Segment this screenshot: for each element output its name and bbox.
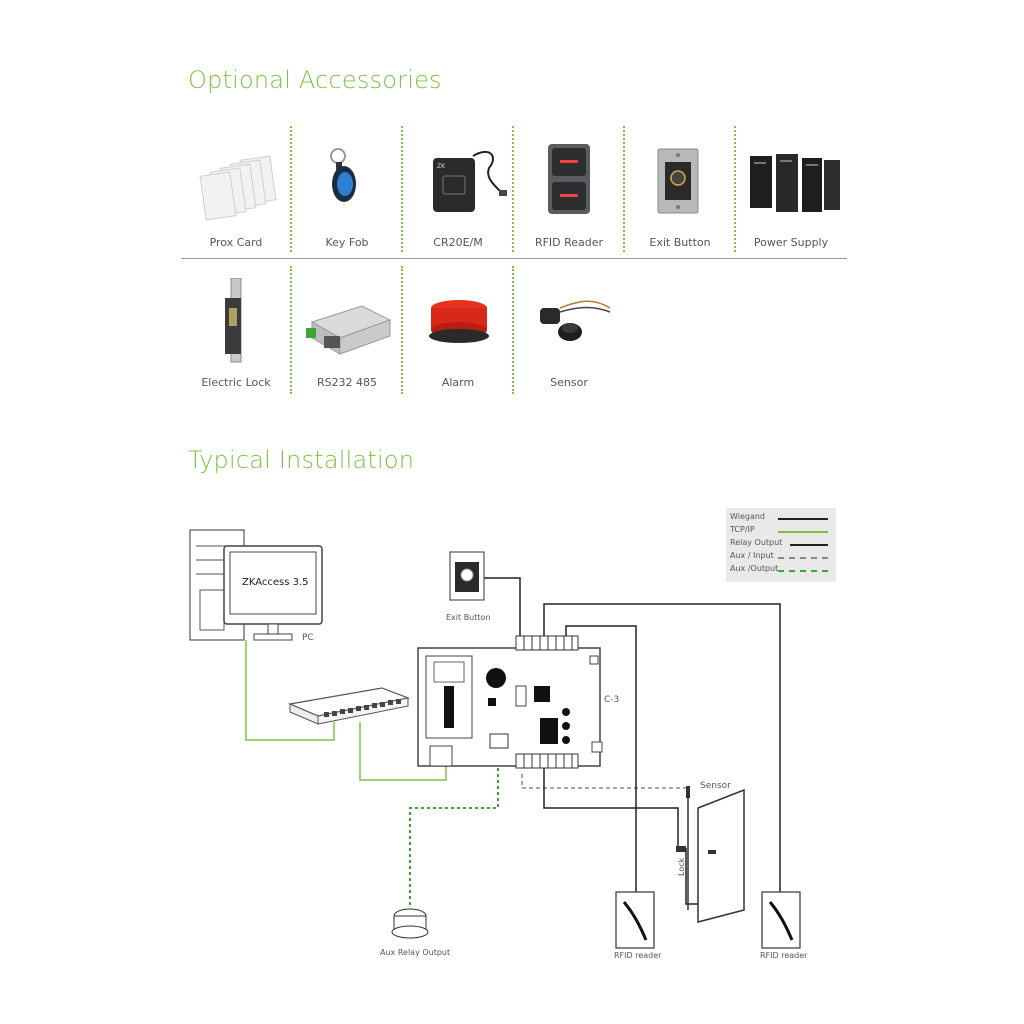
accessory-label: RS232 485 <box>316 376 378 389</box>
accessory-label: Alarm <box>441 376 475 389</box>
accessory-sensor: Sensor <box>514 272 624 402</box>
legend-swatch <box>778 557 828 559</box>
divider <box>734 126 736 252</box>
accessory-label: Key Fob <box>325 236 369 249</box>
aux-relay-device-icon <box>391 908 429 939</box>
network-switch-icon <box>287 687 411 725</box>
sensor-label: Sensor <box>700 781 731 791</box>
legend-label: Relay Output <box>730 538 783 547</box>
divider <box>401 266 403 394</box>
divider <box>290 126 292 252</box>
electric-lock-icon <box>225 278 242 363</box>
divider <box>181 258 847 259</box>
accessory-label: CR20E/M <box>433 236 483 249</box>
door-sensor-icon <box>540 300 611 341</box>
rfid-reader-right-icon <box>761 891 801 949</box>
rfid-reader-left-icon <box>615 891 655 949</box>
legend-label: Aux /Output <box>730 564 779 573</box>
pc-label: PC <box>302 633 314 643</box>
wiegand-relay-wires <box>484 577 781 905</box>
divider <box>623 126 625 252</box>
power-supply-icon <box>750 154 840 212</box>
exit-button-device-icon <box>449 551 485 601</box>
accessory-rs232-485: RS232 485 <box>292 272 402 402</box>
accessory-cr20em: ZK CR20E/M <box>403 132 513 262</box>
accessory-exit-button: Exit Button <box>625 132 735 262</box>
alarm-icon <box>429 300 489 343</box>
accessory-electric-lock: Electric Lock <box>181 272 291 402</box>
wiring-legend: Wiegand TCP/IP Relay Output Aux / Input … <box>726 508 836 582</box>
aux-input-wire <box>521 774 690 789</box>
accessory-label: Exit Button <box>649 236 711 249</box>
pc-monitor-icon <box>223 545 323 641</box>
converter-icon <box>306 305 392 355</box>
divider <box>290 266 292 394</box>
installation-title: Typical Installation <box>188 446 415 474</box>
legend-swatch <box>790 544 828 546</box>
tcpip-wires <box>245 640 447 781</box>
svg-text:ZK: ZK <box>437 163 446 170</box>
accessory-label: Electric Lock <box>201 376 271 389</box>
aux-output-wire <box>409 768 499 908</box>
divider <box>401 126 403 252</box>
accessory-alarm: Alarm <box>403 272 513 402</box>
rfid-reader-right-label: RFID reader <box>760 951 808 960</box>
lock-label: Lock <box>677 857 686 876</box>
exit-button-icon <box>657 148 699 214</box>
door-icon <box>676 786 745 923</box>
legend-swatch <box>778 518 828 520</box>
accessory-label: Sensor <box>550 376 588 389</box>
legend-swatch <box>778 531 828 533</box>
card-enroller-icon: ZK <box>433 150 507 212</box>
divider <box>512 266 514 394</box>
legend-label: TCP/IP <box>730 525 755 534</box>
accessory-label: RFID Reader <box>534 236 604 249</box>
accessory-label: Power Supply <box>753 236 829 249</box>
prox-card-icon <box>199 155 277 221</box>
controller-board-icon <box>417 635 603 769</box>
exit-button-label: Exit Button <box>446 613 491 622</box>
accessory-rfid-reader: RFID Reader <box>514 132 624 262</box>
accessory-key-fob: Key Fob <box>292 132 402 262</box>
accessory-power-supply: Power Supply <box>736 132 846 262</box>
accessories-title: Optional Accessories <box>188 66 442 94</box>
legend-swatch <box>778 570 828 572</box>
key-fob-icon <box>330 148 356 202</box>
accessory-prox-card: Prox Card <box>181 132 291 262</box>
pc-screen-text: ZKAccess 3.5 <box>242 577 309 588</box>
legend-label: Aux / Input <box>730 551 774 560</box>
legend-label: Wiegand <box>730 512 766 521</box>
rfid-reader-left-label: RFID reader <box>614 951 662 960</box>
aux-relay-label: Aux Relay Output <box>380 948 450 957</box>
rfid-reader-icon <box>548 144 590 214</box>
accessory-label: Prox Card <box>209 236 263 249</box>
controller-label: C-3 <box>604 695 619 705</box>
divider <box>512 126 514 252</box>
